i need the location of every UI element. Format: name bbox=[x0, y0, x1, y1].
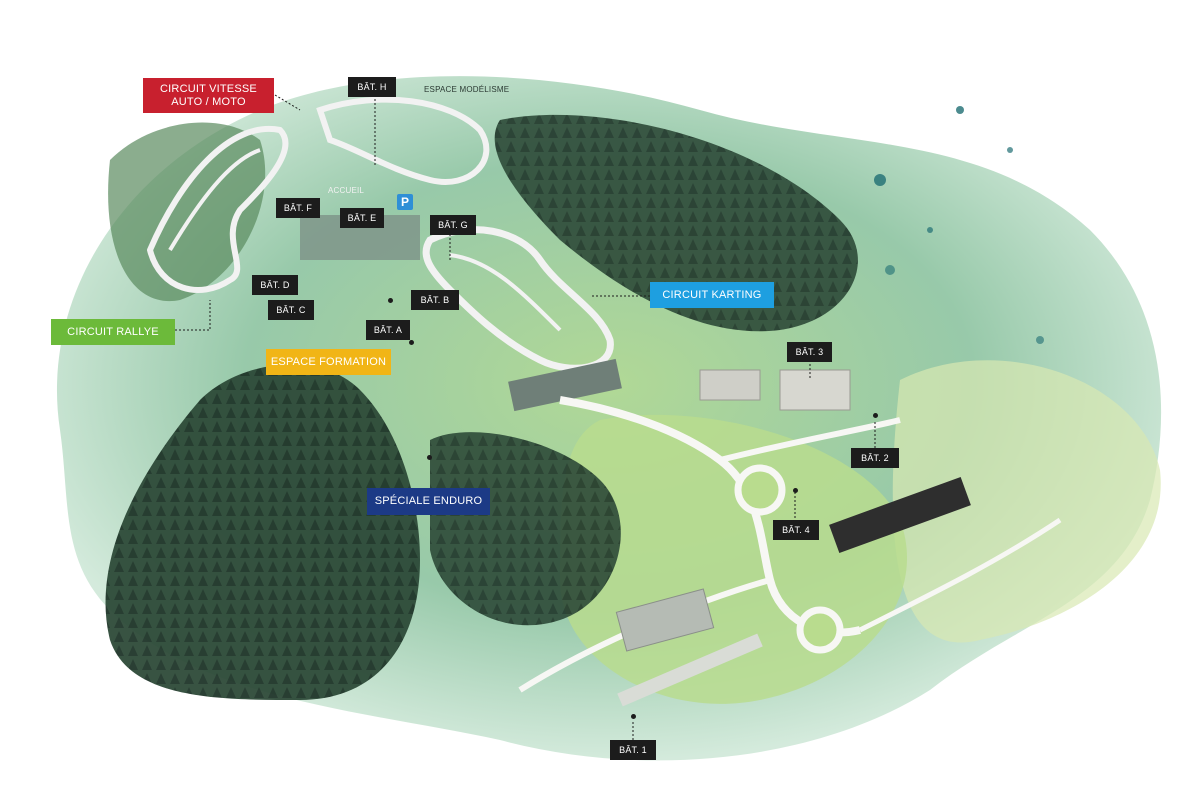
bat-b-label: BÂT. B bbox=[411, 290, 459, 310]
espace-formation-label: ESPACE FORMATION bbox=[266, 349, 391, 375]
roundabout-south bbox=[796, 606, 844, 654]
bat-d-label: BÂT. D bbox=[252, 275, 298, 295]
circuit-rallye-label: CIRCUIT RALLYE bbox=[51, 319, 175, 345]
roundabout-north bbox=[734, 464, 786, 516]
forest-center bbox=[430, 432, 621, 626]
bat-a-label: BÂT. A bbox=[366, 320, 410, 340]
bat-g-label: BÂT. G bbox=[430, 215, 476, 235]
building-4 bbox=[829, 476, 971, 554]
pin-bat-1 bbox=[631, 714, 636, 719]
bat-e-label: BÂT. E bbox=[340, 208, 384, 228]
pin-enduro bbox=[427, 455, 432, 460]
bat-4-label: BÂT. 4 bbox=[773, 520, 819, 540]
bat-h-label: BÂT. H bbox=[348, 77, 396, 97]
bat-2-label: BÂT. 2 bbox=[851, 448, 899, 468]
espace-modelisme-label: ESPACE MODÉLISME bbox=[424, 85, 510, 94]
circuit-karting-label: CIRCUIT KARTING bbox=[650, 282, 774, 308]
pin-bat-a bbox=[409, 340, 414, 345]
building-1 bbox=[615, 588, 715, 652]
pin-bat-4 bbox=[793, 488, 798, 493]
accueil-label: ACCUEIL bbox=[328, 186, 365, 195]
bat-1-label: BÂT. 1 bbox=[610, 740, 656, 760]
forest-west bbox=[105, 364, 420, 700]
track-modelisme bbox=[316, 96, 490, 185]
circuit-vitesse-line2: AUTO / MOTO bbox=[171, 95, 246, 108]
bat-3-label: BÂT. 3 bbox=[787, 342, 832, 362]
track-vitesse bbox=[147, 125, 289, 293]
bat-c-label: BÂT. C bbox=[268, 300, 314, 320]
pin-bat-2 bbox=[873, 413, 878, 418]
bat-f-label: BÂT. F bbox=[276, 198, 320, 218]
building-3 bbox=[779, 369, 851, 411]
forest-north bbox=[494, 114, 858, 332]
speciale-enduro-label: SPÉCIALE ENDURO bbox=[367, 488, 490, 515]
circuit-vitesse-label: CIRCUIT VITESSE AUTO / MOTO bbox=[143, 78, 274, 113]
parking-sign-icon: P bbox=[397, 194, 413, 210]
pin-bat-b bbox=[388, 298, 393, 303]
leader-vitesse bbox=[274, 94, 301, 111]
circuit-vitesse-line1: CIRCUIT VITESSE bbox=[160, 82, 257, 95]
